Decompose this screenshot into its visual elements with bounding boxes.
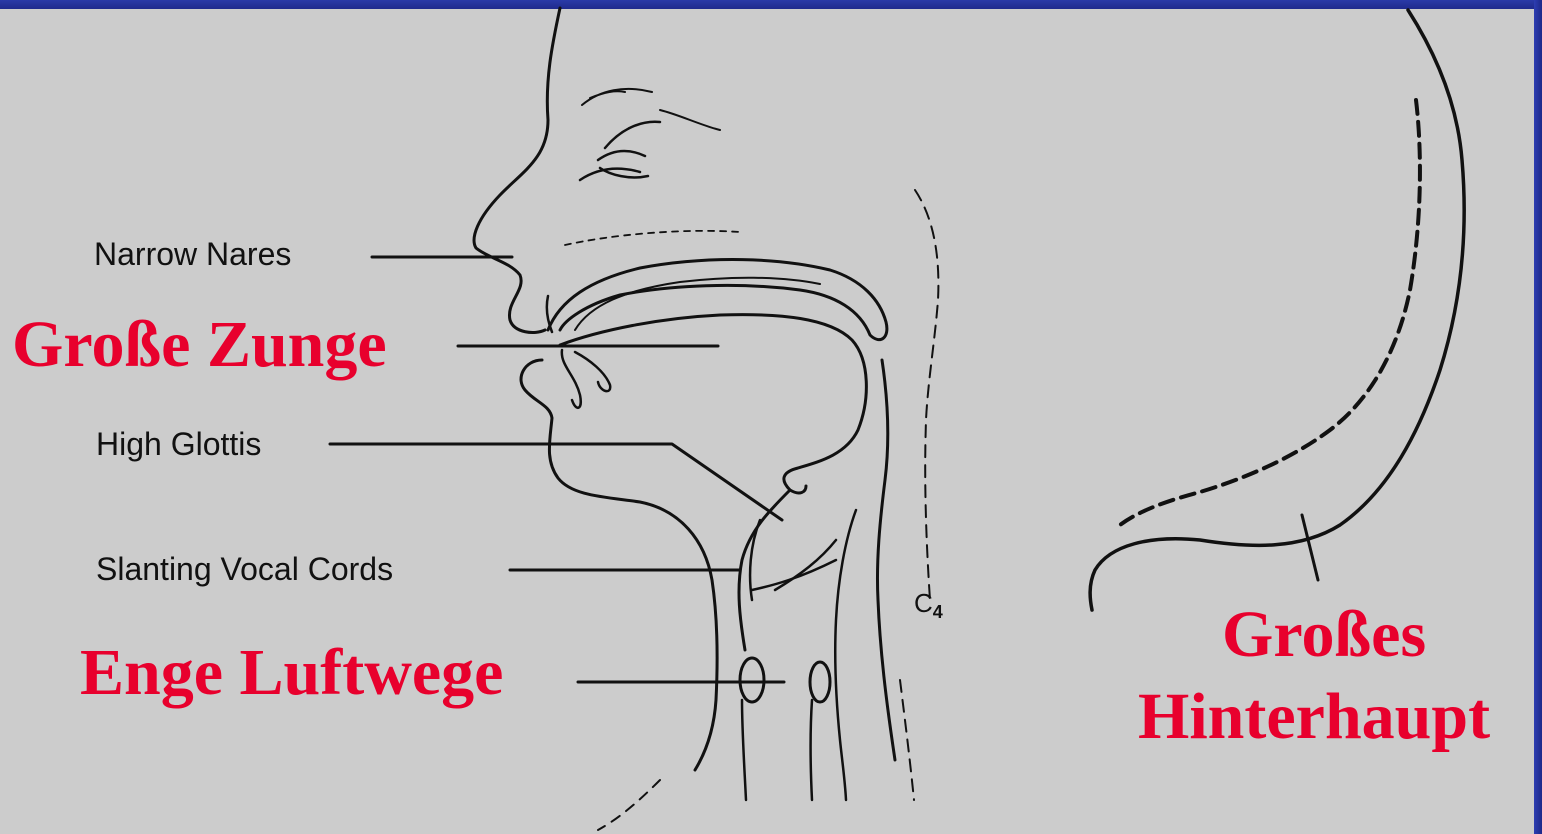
cervical-spine-dashed (915, 190, 938, 600)
nasal-floor-dashed (565, 231, 740, 245)
occiput-inner-dashed (1120, 100, 1420, 525)
label-c4-letter: C (914, 588, 933, 618)
annotation-enge-luftwege: Enge Luftwege (80, 640, 503, 706)
label-c4-index: 4 (933, 602, 943, 622)
cricoid-back (810, 662, 830, 702)
pharynx-back-wall (877, 360, 895, 760)
label-high-glottis: High Glottis (96, 428, 261, 460)
high-glottis-pointer (330, 444, 782, 520)
brow-ridge (582, 89, 720, 130)
annotation-hinterhaupt-line2: Hinterhaupt (1138, 684, 1490, 750)
pharynx-inner-wall (835, 510, 856, 800)
annotation-grosses-line1: Großes (1222, 602, 1426, 668)
epiglottis (739, 490, 790, 650)
eye-closed (580, 122, 660, 180)
vocal-cord (752, 560, 836, 590)
annotation-grosse-zunge: Große Zunge (12, 312, 387, 378)
face-profile-outline (474, 8, 717, 770)
label-slanting-vocal-cords: Slanting Vocal Cords (96, 553, 393, 585)
hinterhaupt-pointer (1302, 515, 1318, 580)
trachea (742, 700, 812, 800)
cricoid-front (740, 658, 764, 702)
label-narrow-nares: Narrow Nares (94, 238, 291, 270)
neck-front-dashed (598, 780, 660, 830)
cervical-spine-lower-dashed (900, 680, 914, 800)
tongue (560, 315, 866, 493)
occiput-outline (1090, 10, 1464, 610)
label-c4-vertebra: C4 (914, 590, 943, 621)
